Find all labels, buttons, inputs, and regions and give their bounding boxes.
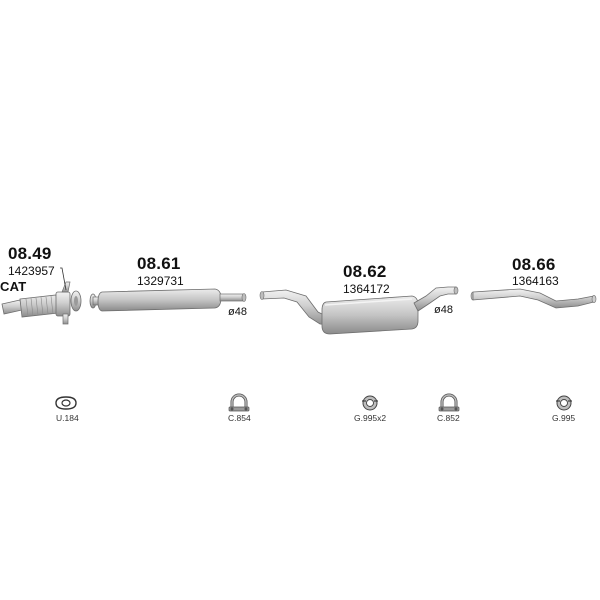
- part-08-49-cat-pipe: [1, 267, 82, 325]
- part-08-66-tail-pipe: [470, 288, 597, 309]
- rubber-mount-icon: [362, 395, 378, 411]
- clamp-icon: [438, 393, 460, 412]
- gasket-icon: [55, 396, 77, 410]
- fitting-code-g995: G.995: [552, 413, 576, 423]
- diameter-label-08-61: ø48: [228, 306, 247, 318]
- oem-number-08-49: 1423957: [8, 264, 55, 278]
- part-08-62-rear-silencer: [259, 286, 459, 335]
- fitting-code-c852: C.852: [437, 413, 460, 423]
- fitting-code-g995x2: G.995x2: [354, 413, 387, 423]
- oem-number-08-61: 1329731: [137, 274, 184, 288]
- part-08-61-middle-pipe: [89, 288, 247, 312]
- fitting-code-u184: U.184: [56, 413, 79, 423]
- part-number-08-66: 08.66: [512, 255, 556, 274]
- rubber-mount-icon: [556, 395, 572, 411]
- clamp-icon: [228, 393, 250, 412]
- oem-number-08-62: 1364172: [343, 282, 390, 296]
- diameter-label-08-62: ø48: [434, 304, 453, 316]
- cat-label: CAT: [0, 279, 27, 294]
- fitting-code-c854: C.854: [228, 413, 251, 423]
- oem-number-08-66: 1364163: [512, 274, 559, 288]
- part-number-08-49: 08.49: [8, 244, 52, 263]
- part-number-08-61: 08.61: [137, 254, 181, 273]
- part-number-08-62: 08.62: [343, 262, 387, 281]
